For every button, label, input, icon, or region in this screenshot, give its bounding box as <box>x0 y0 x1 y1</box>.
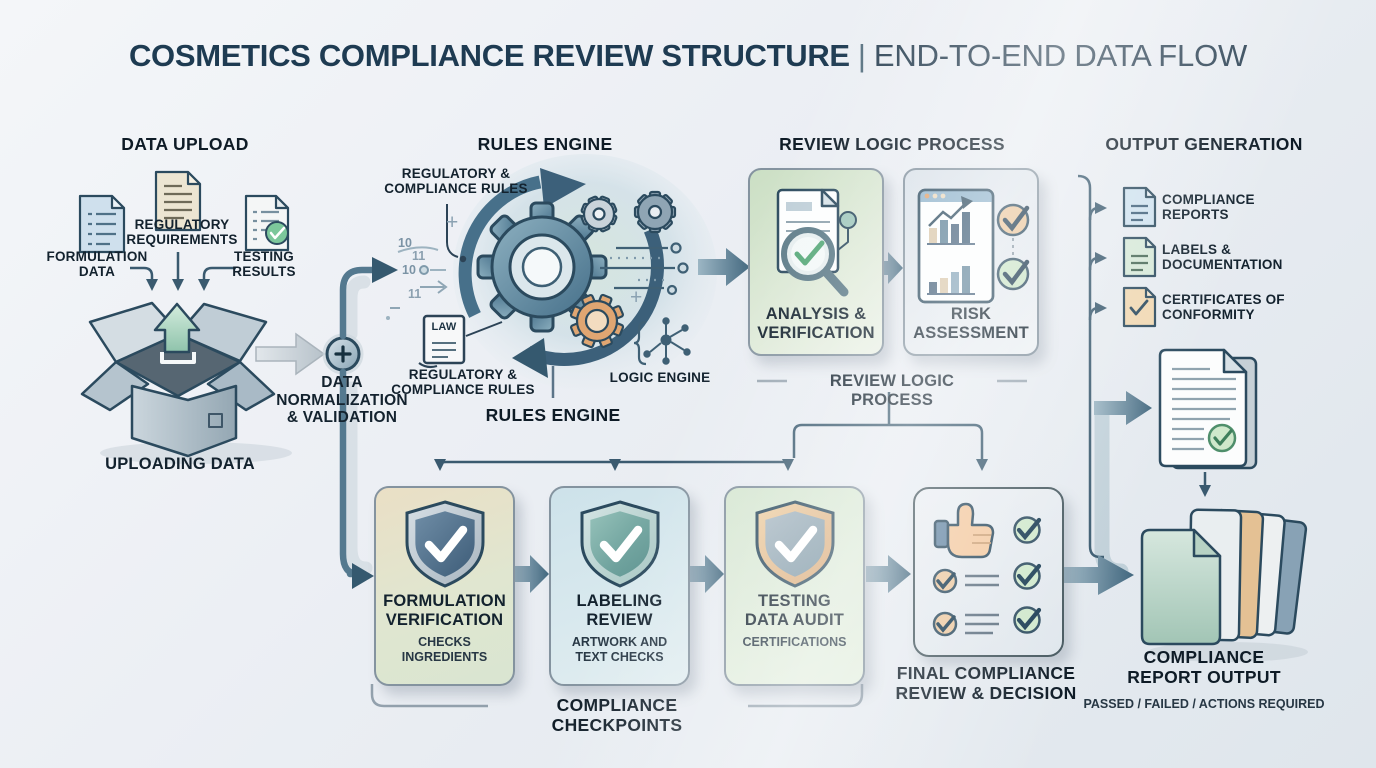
gear-small-icon <box>580 195 618 233</box>
plus-to-rules-arrowhead <box>372 257 398 283</box>
document-report-icon <box>1122 186 1157 228</box>
document-check-icon <box>244 194 290 252</box>
page-title-sub: END-TO-END DATA FLOW <box>873 38 1248 73</box>
chart-window-checks-icon <box>917 188 1030 304</box>
shield-check-icon <box>405 500 484 588</box>
report-output-subtitle: PASSED / FAILED / ACTIONS REQUIRED <box>1083 697 1325 711</box>
checkpoints-bracket <box>370 684 864 708</box>
checkpoint-subtitle: CHECKS INGREDIENTS <box>401 634 488 664</box>
page-title-separator: | <box>857 38 866 73</box>
upload-box-icon <box>80 301 292 464</box>
regulatory-requirements-label: REGULATORY REQUIREMENTS <box>126 217 238 248</box>
plus-glyph: + <box>630 286 643 309</box>
testing-data-audit-card: TESTING DATA AUDIT CERTIFICATIONS <box>724 486 865 686</box>
analysis-verification-card: ANALYSIS & VERIFICATION <box>748 168 884 356</box>
binary-digit: 11 <box>412 249 426 263</box>
plus-node-icon <box>322 333 364 375</box>
checkpoint-arrow-1 <box>513 555 549 593</box>
binary-digit: 11 <box>408 287 422 301</box>
law-scroll-icon <box>418 314 466 369</box>
cycle-arrows-icon <box>458 168 664 378</box>
binary-digit: 10 <box>402 263 416 277</box>
section-header-data-upload: DATA UPLOAD <box>121 134 249 154</box>
output-item-label: COMPLIANCE REPORTS <box>1162 192 1255 223</box>
gear-orange-icon <box>569 293 625 349</box>
section-header-rules-engine: RULES ENGINE <box>477 134 613 154</box>
analysis-to-risk-arrow <box>877 252 903 284</box>
checkpoint-title: FORMULATION VERIFICATION <box>383 592 506 629</box>
output-spine <box>1077 174 1107 559</box>
checkpoint-title: LABELING REVIEW <box>576 592 663 629</box>
page-title: COSMETICS COMPLIANCE REVIEW STRUCTURE|EN… <box>0 38 1376 74</box>
binary-digit: 10 <box>398 236 412 250</box>
stacked-reports-icon <box>1140 508 1308 646</box>
checkpoint-title: TESTING DATA AUDIT <box>744 592 845 629</box>
review-to-checkpoint-connectors <box>434 392 988 471</box>
report-output-title: COMPLIANCE REPORT OUTPUT <box>1127 647 1281 687</box>
final-review-label: FINAL COMPLIANCE REVIEW & DECISION <box>895 663 1077 703</box>
final-review-card <box>913 487 1064 657</box>
analysis-card-label: ANALYSIS & VERIFICATION <box>757 305 875 343</box>
rules-engine-footer-label: RULES ENGINE <box>485 405 621 425</box>
testing-results-label: TESTING RESULTS <box>232 249 296 280</box>
report-document-check-icon <box>1158 348 1258 470</box>
rules-label-top: REGULATORY & COMPLIANCE RULES <box>384 166 528 197</box>
circuit-lines-icon <box>600 242 689 296</box>
box-to-plus-arrow <box>255 332 326 376</box>
page-title-main: COSMETICS COMPLIANCE REVIEW STRUCTURE <box>128 38 850 73</box>
shield-check-icon <box>580 500 659 588</box>
spine-to-document-arrow <box>1094 391 1152 425</box>
risk-card-label: RISK ASSESSMENT <box>913 305 1029 343</box>
document-label-icon <box>1122 236 1157 278</box>
output-item-label: CERTIFICATES OF CONFORMITY <box>1162 292 1285 323</box>
rules-to-review-arrow <box>698 248 750 286</box>
data-normalization-label: DATA NORMALIZATION & VALIDATION <box>276 374 408 427</box>
checkpoint-subtitle: ARTWORK AND TEXT CHECKS <box>571 634 668 664</box>
document-list-icon <box>78 194 126 254</box>
document-certificate-icon <box>1122 286 1157 328</box>
uploading-data-label: UPLOADING DATA <box>105 455 255 473</box>
compliance-checkpoints-label: COMPLIANCE CHECKPOINTS <box>551 695 683 735</box>
doc-to-box-arrows <box>130 252 236 291</box>
rules-label-bottom: REGULATORY & COMPLIANCE RULES <box>391 367 535 398</box>
formulation-verification-card: FORMULATION VERIFICATION CHECKS INGREDIE… <box>374 486 515 686</box>
stack-shadow <box>1148 642 1308 662</box>
plus-to-checkpoint-arrowhead <box>352 563 374 589</box>
circuit-bits-left <box>386 246 448 320</box>
review-logic-footer-label: REVIEW LOGIC PROCESS <box>829 372 955 409</box>
checkpoint-arrow-2 <box>688 555 724 593</box>
logic-engine-label: LOGIC ENGINE <box>609 370 711 385</box>
formulation-data-label: FORMULATION DATA <box>46 249 148 280</box>
section-header-output-generation: OUTPUT GENERATION <box>1105 134 1303 154</box>
logic-network-icon <box>633 317 691 366</box>
gear-icon <box>476 201 608 333</box>
law-text: LAW <box>431 321 457 333</box>
shield-check-icon <box>755 500 834 588</box>
checkpoint-subtitle: CERTIFICATIONS <box>742 634 847 649</box>
risk-assessment-card: RISK ASSESSMENT <box>903 168 1039 356</box>
thumbs-up-checklist-icon <box>932 502 1042 637</box>
labeling-review-card: LABELING REVIEW ARTWORK AND TEXT CHECKS <box>549 486 690 686</box>
document-text-icon <box>154 170 202 232</box>
testing-to-final-arrow <box>866 555 911 593</box>
rules-label-connectors <box>446 204 503 337</box>
gear-small-icon <box>633 190 677 234</box>
section-header-review-logic: REVIEW LOGIC PROCESS <box>779 134 1005 154</box>
plus-glyph: + <box>446 211 459 234</box>
rules-engine-illustration <box>386 154 717 398</box>
document-magnifier-check-icon <box>776 188 857 297</box>
output-item-label: LABELS & DOCUMENTATION <box>1162 242 1283 273</box>
final-to-stack-arrow <box>1062 555 1134 595</box>
